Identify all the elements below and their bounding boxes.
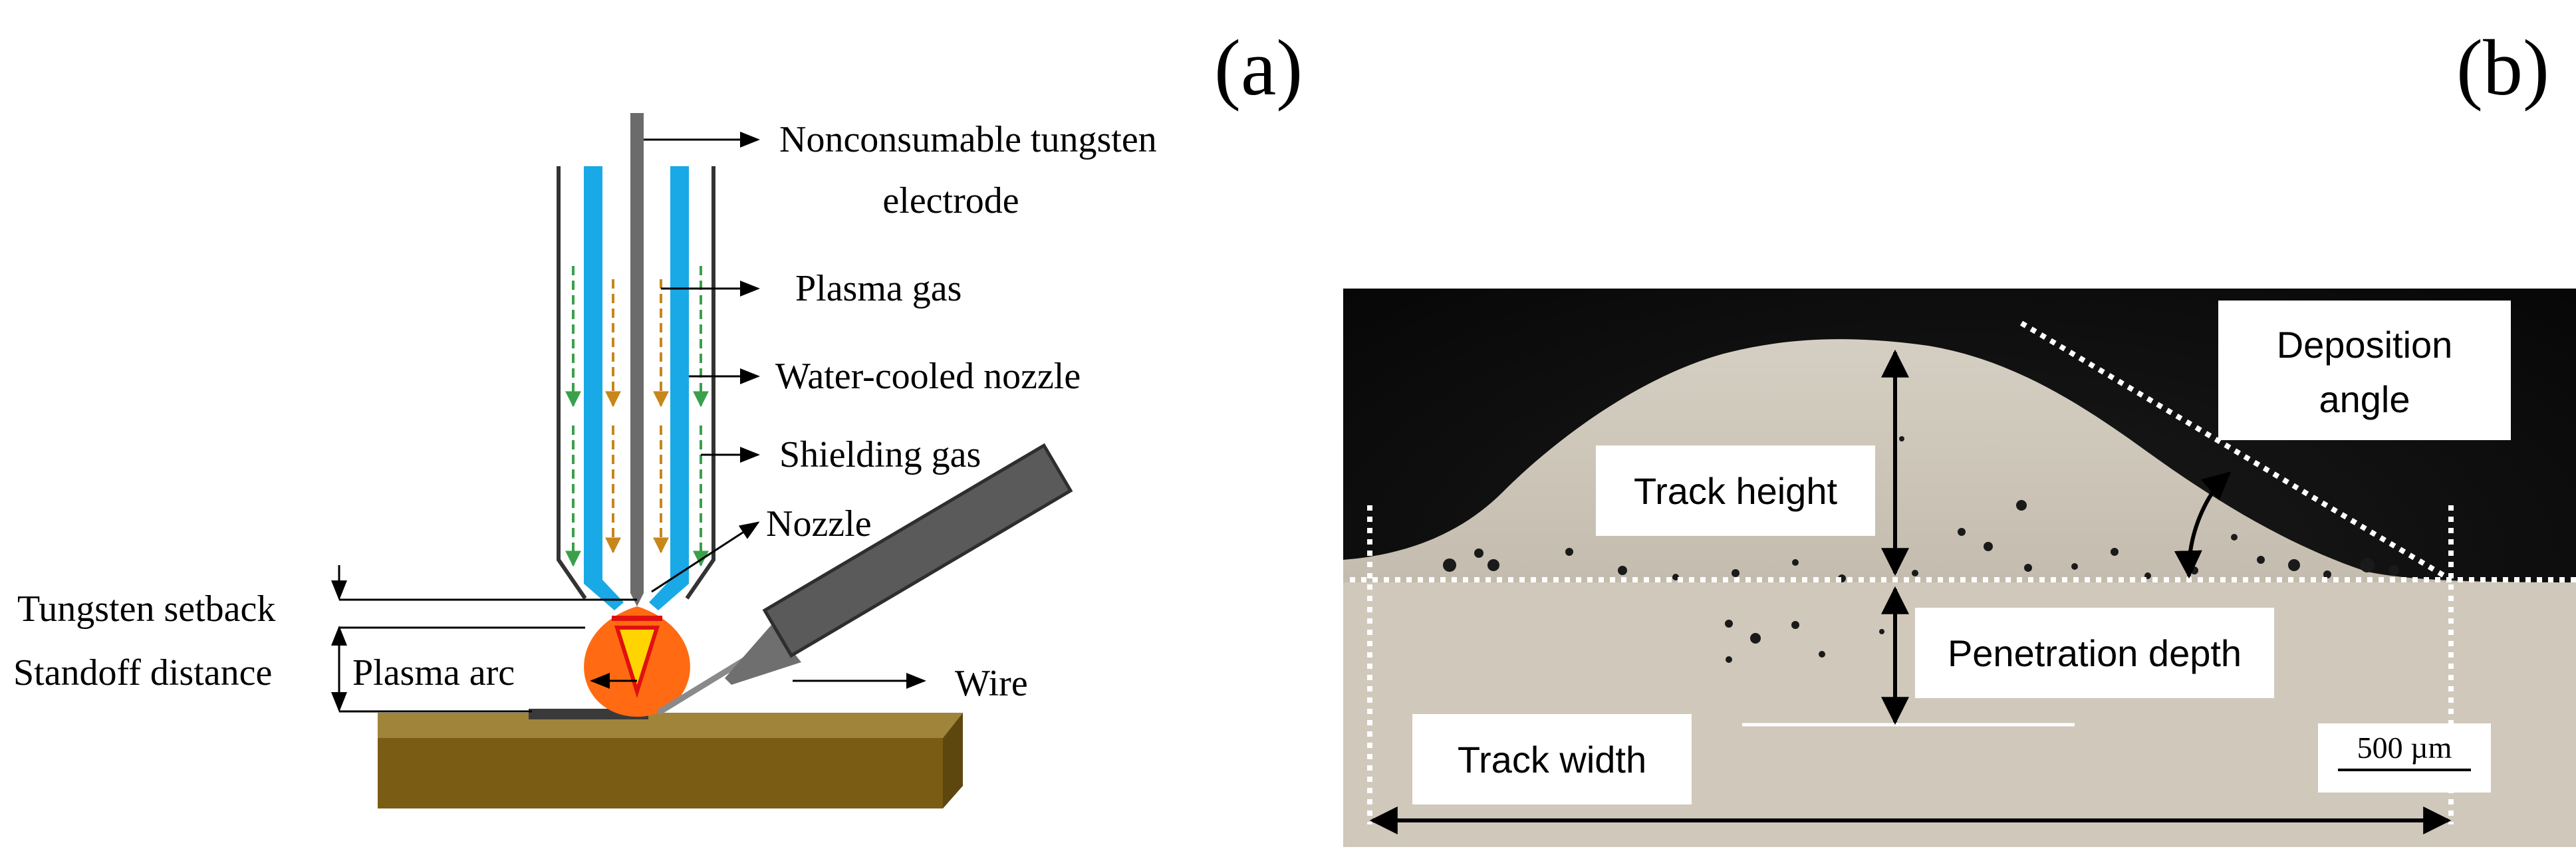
label-water-cooled-nozzle: Water-cooled nozzle bbox=[775, 356, 1081, 397]
scale-bar-box bbox=[2318, 723, 2491, 793]
label-shielding-gas: Shielding gas bbox=[779, 434, 981, 475]
label-tungsten-setback: Tungsten setback bbox=[17, 588, 275, 630]
scale-bar: 500 µm bbox=[2338, 731, 2471, 771]
panel-a: (a) bbox=[13, 23, 1303, 808]
deposition-angle-arrow bbox=[2174, 471, 2232, 579]
panel-a-label: (a) bbox=[1214, 23, 1303, 112]
scale-bar-label: 500 µm bbox=[2357, 731, 2452, 765]
label-deposition-angle-line2: angle bbox=[2319, 378, 2410, 420]
label-track-width: Track width bbox=[1458, 739, 1646, 781]
label-wire: Wire bbox=[955, 663, 1028, 704]
substrate-top-face bbox=[378, 713, 963, 738]
wire-feeder bbox=[656, 443, 1073, 715]
panel-b-label: (b) bbox=[2456, 23, 2549, 112]
track-height-box bbox=[1596, 445, 1875, 536]
label-plasma-arc: Plasma arc bbox=[352, 652, 515, 693]
porosity-pores bbox=[1443, 436, 2399, 678]
panel-a-leaders bbox=[590, 132, 926, 689]
label-boxes bbox=[1412, 301, 2511, 804]
deposition-angle-box bbox=[2218, 301, 2511, 440]
label-nozzle: Nozzle bbox=[766, 503, 872, 545]
label-standoff-distance: Standoff distance bbox=[13, 652, 272, 693]
track-width-box bbox=[1412, 714, 1692, 804]
micrograph: Deposition angle Track height Penetratio… bbox=[1343, 289, 2576, 847]
label-plasma-gas: Plasma gas bbox=[795, 268, 962, 309]
label-penetration-depth: Penetration depth bbox=[1948, 632, 2242, 674]
outer-nozzle bbox=[557, 166, 715, 600]
plasma-gas-arrows bbox=[605, 279, 669, 554]
substrate bbox=[378, 713, 963, 808]
tungsten-electrode bbox=[630, 113, 644, 593]
wire-feeder-body bbox=[762, 443, 1073, 658]
substrate-front-face bbox=[378, 738, 943, 808]
water-cooled-nozzle bbox=[584, 166, 689, 610]
plasma-arc bbox=[584, 606, 690, 717]
label-electrode-line1: Nonconsumable tungsten bbox=[779, 119, 1157, 160]
reference-dotted-lines bbox=[1350, 320, 2576, 824]
dimension-lines bbox=[331, 565, 637, 713]
label-track-height: Track height bbox=[1634, 470, 1838, 512]
penetration-depth-box bbox=[1915, 608, 2274, 698]
plasma-arc-core bbox=[614, 626, 660, 699]
substrate-side-face bbox=[943, 713, 963, 808]
label-electrode-line2: electrode bbox=[882, 180, 1019, 221]
panel-b: (b) bbox=[1343, 23, 2576, 847]
label-deposition-angle-line1: Deposition bbox=[2277, 324, 2453, 366]
measurement-arrows bbox=[1369, 349, 2452, 834]
